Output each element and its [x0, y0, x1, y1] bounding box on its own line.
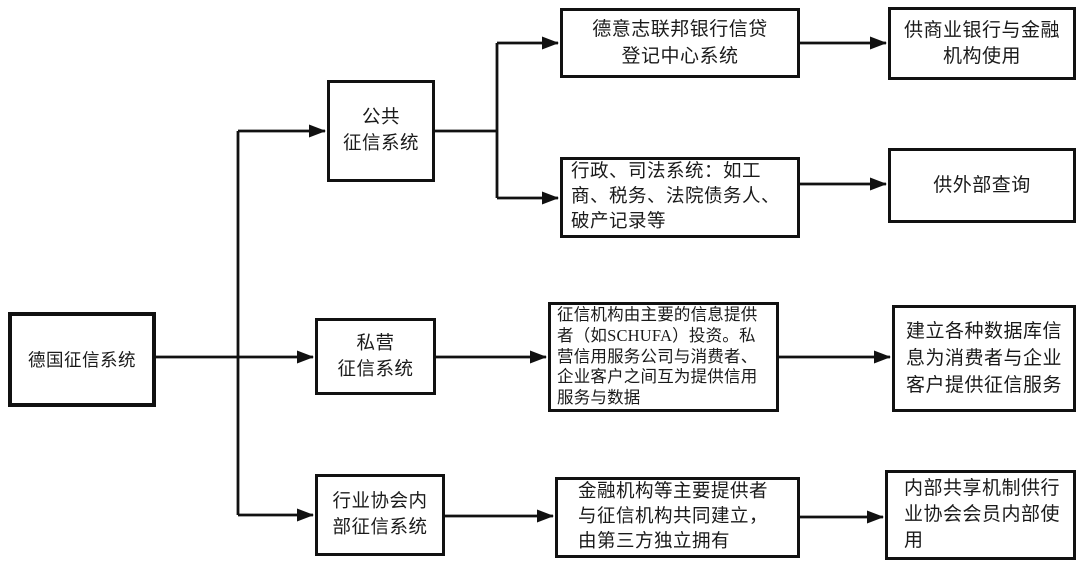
node-private-agency-description: 征信机构由主要的信息提供 者（如SCHUFA）投资。私 营信用服务公司与消费者、…: [548, 302, 779, 412]
node-association-description-label: 金融机构等主要提供者 与征信机构共同建立， 由第三方独立拥有: [578, 482, 769, 552]
node-industry-association-credit-system: 行业协会内 部征信系统: [315, 474, 445, 556]
node-association-description: 金融机构等主要提供者 与征信机构共同建立， 由第三方独立拥有: [555, 477, 800, 558]
node-database-credit-services: 建立各种数据库信 息为消费者与企业 客户提供征信服务: [892, 305, 1076, 412]
node-bundesbank-credit-registry-label: 德意志联邦银行信贷 登记中心系统: [592, 19, 768, 67]
node-for-external-inquiry-label: 供外部查询: [933, 174, 1031, 196]
node-private-credit-system: 私营 征信系统: [315, 318, 436, 395]
node-database-credit-services-label: 建立各种数据库信 息为消费者与企业 客户提供征信服务: [905, 321, 1062, 396]
node-private-credit-system-label: 私营 征信系统: [337, 333, 414, 380]
node-private-agency-description-label: 征信机构由主要的信息提供 者（如SCHUFA）投资。私 营信用服务公司与消费者、…: [557, 305, 758, 408]
node-for-external-inquiry: 供外部查询: [888, 148, 1076, 223]
node-public-credit-system-label: 公共 征信系统: [342, 108, 419, 154]
node-internal-sharing-mechanism-label: 内部共享机制供行 业协会会员内部使 用: [904, 478, 1061, 551]
node-admin-judicial-systems: 行政、司法系统：如工 商、税务、法院债务人、 破产记录等: [560, 157, 800, 238]
node-bundesbank-credit-registry: 德意志联邦银行信贷 登记中心系统: [560, 8, 800, 78]
node-admin-judicial-systems-label: 行政、司法系统：如工 商、税务、法院债务人、 破产记录等: [571, 162, 781, 232]
node-industry-association-credit-system-label: 行业协会内 部征信系统: [332, 492, 428, 538]
node-public-credit-system: 公共 征信系统: [327, 80, 435, 182]
node-german-credit-system: 德国征信系统: [8, 312, 156, 407]
node-for-commercial-banks: 供商业银行与金融 机构使用: [888, 7, 1076, 80]
node-internal-sharing-mechanism: 内部共享机制供行 业协会会员内部使 用: [885, 470, 1076, 560]
node-german-credit-system-label: 德国征信系统: [28, 349, 136, 370]
node-for-commercial-banks-label: 供商业银行与金融 机构使用: [903, 19, 1060, 67]
